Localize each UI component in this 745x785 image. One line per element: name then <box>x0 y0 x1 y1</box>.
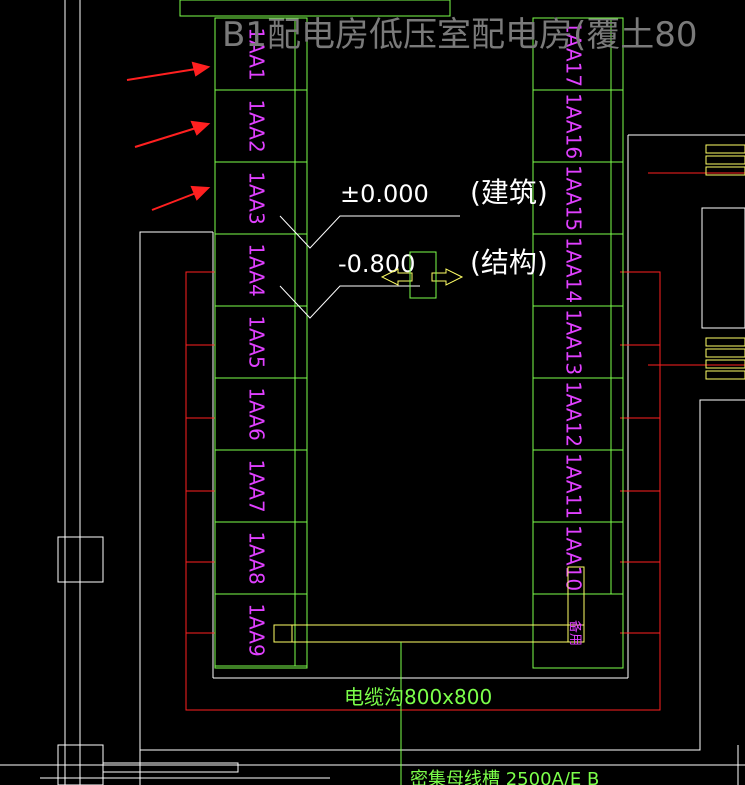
cabinet-1AA6[interactable]: 1AA6 <box>214 377 308 451</box>
cable-feeders <box>185 172 745 711</box>
cabinet-1AA8[interactable]: 1AA8 <box>214 521 308 595</box>
struct-level-label: (结构) <box>470 246 548 279</box>
cabinet-label: 1AA11 <box>562 453 586 519</box>
drawing-title: B1配电房低压室配电房(覆土80 <box>222 15 698 55</box>
arrow-head-3 <box>190 185 211 201</box>
cabinet-1AA7[interactable]: 1AA7 <box>214 449 308 523</box>
cabinet-label: 1AA7 <box>245 459 269 512</box>
column-box-left <box>57 536 104 583</box>
cabinet-1AA3[interactable]: 1AA3 <box>214 161 308 235</box>
right-cabinet-row: 1AA17 1AA16 1AA15 1AA14 1AA13 1AA12 1AA11 1AA10 <box>532 17 624 595</box>
cabinet-1AA11[interactable]: 1AA11 <box>532 449 624 523</box>
cabinet-label: 1AA8 <box>245 531 269 584</box>
busway <box>273 566 585 643</box>
cabinet-label: 1AA4 <box>245 243 269 296</box>
cabinet-label: 1AA1 <box>245 27 269 80</box>
trench-label: 电缆沟800x800 <box>344 685 492 709</box>
flow-arrow-icon <box>380 251 464 299</box>
cabinet-label: 1AA17 <box>562 21 586 87</box>
arch-level-label: (建筑) <box>470 176 548 209</box>
cabinet-1AA13[interactable]: 1AA13 <box>532 305 624 379</box>
arrow-head-1 <box>191 61 211 77</box>
cabinet-label: 1AA15 <box>562 165 586 231</box>
cabinet-label: 1AA2 <box>245 99 269 152</box>
right-room-box <box>701 207 745 329</box>
cabinet-outlines <box>214 17 624 669</box>
cabinet-label: 1AA10 <box>562 525 586 591</box>
bottom-label: 密集母线槽 2500A/E B <box>410 769 599 785</box>
cabinet-1AA15[interactable]: 1AA15 <box>532 161 624 235</box>
cabinet-label: 1AA9 <box>245 603 269 656</box>
cabinet-label: 1AA12 <box>562 381 586 447</box>
left-cabinet-row: 1AA1 1AA2 1AA3 1AA4 1AA5 1AA6 1AA7 1AA8 1AA9 <box>214 17 308 667</box>
cabinet-label: 1AA16 <box>562 93 586 159</box>
cabinet-label: 1AA5 <box>245 315 269 368</box>
cabinet-1AA5[interactable]: 1AA5 <box>214 305 308 379</box>
top-frame-box <box>179 0 451 17</box>
cabinet-label: 1AA13 <box>562 309 586 375</box>
cabinet-1AA12[interactable]: 1AA12 <box>532 377 624 451</box>
side-busbars <box>705 144 745 380</box>
level-markers <box>279 215 460 319</box>
cabinet-label: 1AA6 <box>245 387 269 440</box>
cabinet-1AA2[interactable]: 1AA2 <box>214 89 308 163</box>
cabinet-1AA9[interactable]: 1AA9 <box>214 593 308 667</box>
spare-label: 备用 <box>567 620 583 646</box>
hatched-strip <box>102 762 239 773</box>
arch-level: ±0.000 <box>340 180 429 208</box>
struct-level: -0.800 <box>338 250 415 278</box>
arrow-head-2 <box>190 120 211 136</box>
cabinet-1AA16[interactable]: 1AA16 <box>532 89 624 163</box>
annotation-arrows <box>126 61 211 211</box>
cabinet-1AA4[interactable]: 1AA4 <box>214 233 308 307</box>
cabinet-1AA10[interactable]: 1AA10 <box>532 521 624 595</box>
cabinet-label: 1AA3 <box>245 171 269 224</box>
cabinet-label: 1AA14 <box>562 237 586 303</box>
